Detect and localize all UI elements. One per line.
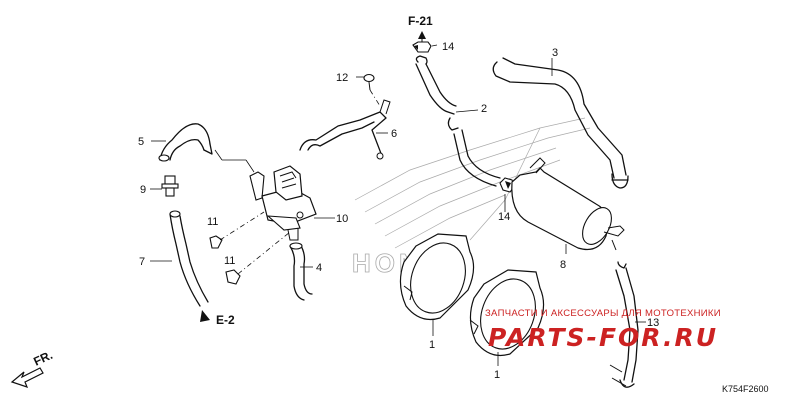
front-direction-arrow: FR.: [10, 348, 55, 388]
ref-arrow-e2[interactable]: E-2: [200, 310, 235, 327]
label-part-1-lower: 1: [494, 369, 500, 381]
part-1-strap-upper[interactable]: [399, 233, 475, 321]
part-1-strap-lower[interactable]: [469, 269, 545, 357]
part-10-valve[interactable]: [249, 165, 317, 241]
ref-label-f21: F-21: [408, 14, 433, 28]
part-14-clamp-top[interactable]: [412, 41, 432, 53]
site-watermark: ЗАПЧАСТИ И АКСЕССУАРЫ ДЛЯ МОТОТЕХНИКИ PA…: [485, 308, 721, 352]
watermark-tagline: ЗАПЧАСТИ И АКСЕССУАРЫ ДЛЯ МОТОТЕХНИКИ: [485, 308, 721, 319]
label-part-13: 13: [647, 317, 659, 329]
label-part-9: 9: [140, 184, 146, 196]
label-part-8: 8: [560, 259, 566, 271]
part-13-hose[interactable]: [609, 261, 639, 388]
label-part-1-upper: 1: [429, 339, 435, 351]
label-part-10: 10: [336, 213, 348, 225]
label-part-2: 2: [481, 103, 487, 115]
part-6-bracket[interactable]: [299, 99, 391, 160]
part-7-hose[interactable]: [169, 210, 209, 307]
part-2-hose[interactable]: [415, 55, 501, 187]
front-label: FR.: [31, 348, 54, 369]
part-11-bolt-upper[interactable]: [209, 211, 265, 249]
diagram-code: K754F2600: [722, 384, 769, 394]
label-part-11-lower: 11: [224, 255, 235, 267]
label-part-14-top: 14: [442, 41, 454, 53]
label-part-11-upper: 11: [207, 216, 218, 228]
label-part-14-lower: 14: [498, 211, 510, 223]
part-3-hose[interactable]: [492, 57, 629, 189]
label-part-7: 7: [139, 256, 145, 268]
label-part-12: 12: [336, 72, 348, 84]
part-5-hose[interactable]: [158, 123, 213, 162]
part-12-bolt[interactable]: [363, 73, 381, 107]
label-part-5: 5: [138, 136, 144, 148]
part-4-hose[interactable]: [289, 242, 313, 301]
part-11-bolt-lower[interactable]: [225, 231, 291, 285]
ref-label-e2: E-2: [216, 313, 235, 327]
ref-arrow-f21[interactable]: F-21: [408, 14, 433, 44]
part-labels: 14 2 3 6 5 9 7 10 4 12 11 11 14 8 1 1 13: [138, 41, 659, 381]
leader-lines: [150, 44, 646, 366]
label-part-3: 3: [552, 47, 558, 59]
part-9-fitting[interactable]: [161, 175, 179, 197]
label-part-4: 4: [316, 262, 322, 274]
part-8-canister[interactable]: [511, 157, 625, 251]
watermark-site: PARTS-FOR.RU: [488, 323, 718, 352]
label-part-6: 6: [391, 128, 397, 140]
